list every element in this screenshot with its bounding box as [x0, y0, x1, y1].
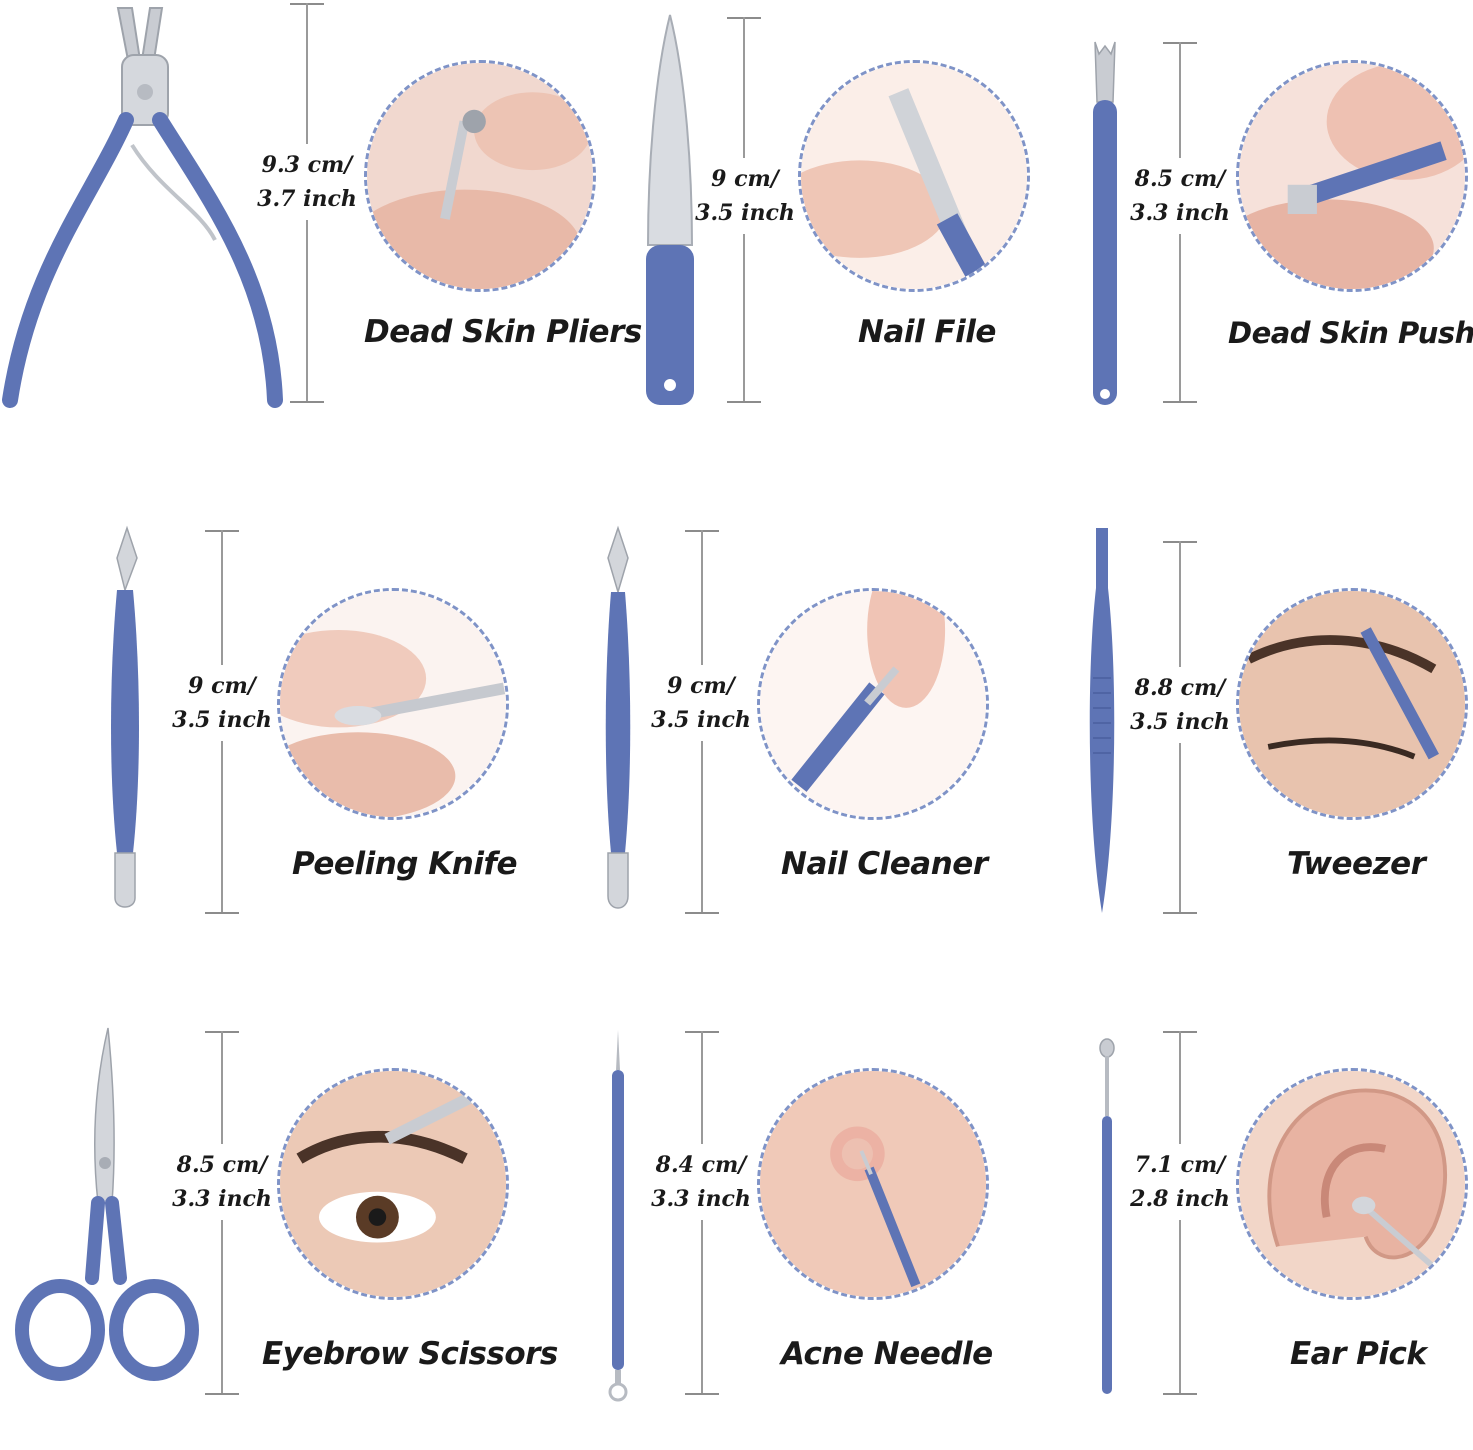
measurement-cm: 9.3 cm/: [261, 152, 353, 178]
measurement-cm: 9 cm/: [188, 673, 256, 699]
measurement-inch: 3.5 inch: [695, 200, 795, 226]
tool-name: Dead Skin Pusher: [1228, 316, 1473, 350]
usage-photo: [757, 588, 989, 820]
cuticle-nipper-icon: [2, 7, 283, 408]
measurement-label: 8.5 cm/ 3.3 inch: [1130, 158, 1230, 234]
measurement-label: 9.3 cm/ 3.7 inch: [255, 144, 359, 220]
measurement-cm: 8.5 cm/: [1134, 166, 1226, 192]
usage-photo: [1236, 588, 1468, 820]
measurement-cm: 9 cm/: [667, 673, 735, 699]
measurement-inch: 3.3 inch: [651, 1186, 751, 1212]
measurement-label: 9 cm/ 3.5 inch: [651, 665, 751, 741]
measurement-label: 9 cm/ 3.5 inch: [172, 665, 272, 741]
tool-name: Ear Pick: [1290, 1336, 1427, 1372]
measurement-cm: 8.8 cm/: [1134, 675, 1226, 701]
cuticle-pusher-icon: [1093, 41, 1117, 405]
measurement-inch: 3.3 inch: [172, 1186, 272, 1212]
measurement-label: 8.4 cm/ 3.3 inch: [651, 1144, 751, 1220]
tool-name: Tweezer: [1287, 846, 1426, 882]
measurement-inch: 2.8 inch: [1130, 1186, 1230, 1212]
measurement-label: 8.8 cm/ 3.5 inch: [1130, 667, 1230, 743]
measurement-label: 9 cm/ 3.5 inch: [695, 158, 795, 234]
measurement-cm: 7.1 cm/: [1134, 1152, 1226, 1178]
nail-cleaner-icon: [605, 525, 631, 909]
eyebrow-scissors-icon: [15, 1027, 199, 1381]
measurement-cm: 8.5 cm/: [176, 1152, 268, 1178]
ear-pick-icon: [1099, 1038, 1115, 1394]
tool-name: Acne Needle: [781, 1336, 993, 1372]
measurement-inch: 3.5 inch: [172, 707, 272, 733]
measurement-inch: 3.3 inch: [1130, 200, 1230, 226]
tool-name: Dead Skin Pliers: [364, 314, 642, 350]
usage-photo: [1236, 60, 1468, 292]
measurement-inch: 3.5 inch: [1130, 709, 1230, 735]
nail-file-icon: [646, 14, 694, 405]
tool-name: Eyebrow Scissors: [262, 1336, 558, 1372]
measurement-label: 8.5 cm/ 3.3 inch: [172, 1144, 272, 1220]
usage-photo: [277, 588, 509, 820]
usage-photo: [277, 1068, 509, 1300]
acne-needle-icon: [608, 1030, 628, 1402]
tweezer-icon: [1089, 528, 1115, 913]
tool-name: Peeling Knife: [292, 846, 517, 882]
measurement-cm: 9 cm/: [711, 166, 779, 192]
usage-photo: [364, 60, 596, 292]
measurement-label: 7.1 cm/ 2.8 inch: [1130, 1144, 1230, 1220]
measurement-inch: 3.5 inch: [651, 707, 751, 733]
peeling-knife-icon: [111, 525, 139, 908]
usage-photo: [1236, 1068, 1468, 1300]
tool-name: Nail Cleaner: [781, 846, 988, 882]
measurement-cm: 8.4 cm/: [655, 1152, 747, 1178]
tool-name: Nail File: [858, 314, 996, 350]
usage-photo: [798, 60, 1030, 292]
measurement-inch: 3.7 inch: [257, 186, 357, 212]
usage-photo: [757, 1068, 989, 1300]
